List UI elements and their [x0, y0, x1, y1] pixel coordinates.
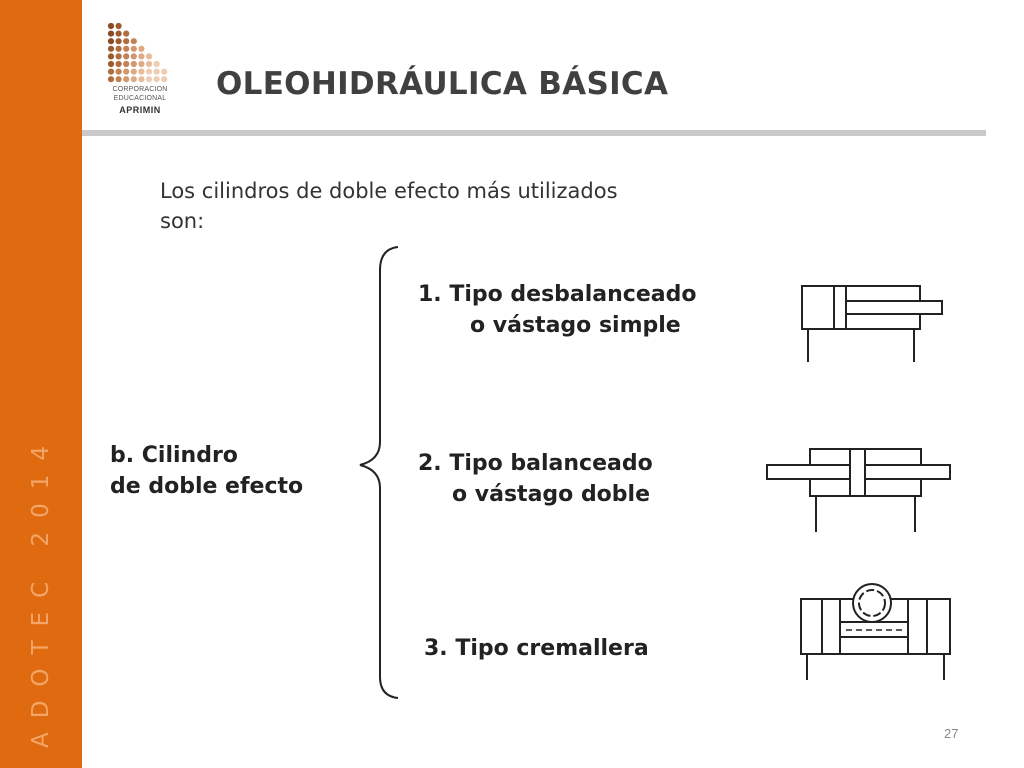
type-3-label: 3. Tipo cremallera: [424, 633, 649, 664]
logo-dot: [161, 68, 168, 75]
logo-dot: [115, 76, 122, 83]
logo-text-line3: APRIMIN: [119, 105, 161, 115]
logo-dot: [115, 38, 122, 45]
logo-dot: [107, 76, 115, 83]
type-3-line1: 3. Tipo cremallera: [424, 636, 649, 661]
logo-dot: [115, 60, 122, 68]
logo-text-line2: EDUCACIONAL: [113, 95, 167, 102]
logo-dot: [145, 53, 153, 60]
logo-dot: [115, 22, 122, 30]
logo-dot: [130, 45, 137, 52]
logo-dot: [130, 53, 137, 60]
logo-dot: [130, 60, 137, 68]
rack-pinion-cylinder-symbol: [800, 583, 951, 680]
logo-dot: [115, 68, 122, 75]
type-1-label: 1. Tipo desbalanceado o vástago simple: [418, 279, 696, 341]
logo-dot: [161, 76, 168, 83]
logo-text-line1: CORPORACION: [112, 86, 168, 93]
double-rod-cylinder-symbol: [766, 448, 951, 532]
category-line2: de doble efecto: [110, 474, 304, 499]
logo-dot: [107, 30, 115, 37]
logo-dot: [107, 60, 115, 68]
title-divider: [82, 130, 986, 136]
type-2-line1: 2. Tipo balanceado: [418, 451, 653, 476]
type-1-line2: o vástago simple: [470, 313, 681, 338]
logo-dot: [107, 68, 115, 75]
logo-dot: [145, 76, 153, 83]
logo-dot: [153, 60, 160, 68]
logo-dot: [138, 45, 145, 52]
logo-dot: [138, 68, 145, 75]
logo-dot: [107, 38, 115, 45]
logo-dot: [115, 30, 122, 37]
category-label: b. Cilindro de doble efecto: [110, 440, 303, 502]
logo-dot: [123, 68, 130, 75]
category-line1: b. Cilindro: [110, 443, 238, 468]
aprimin-logo: CORPORACION EDUCACIONAL APRIMIN: [106, 22, 174, 120]
sidebar-band: [0, 0, 82, 768]
logo-dot: [145, 68, 153, 75]
type-1-line1: 1. Tipo desbalanceado: [418, 282, 697, 307]
logo-dot: [107, 53, 115, 60]
type-2-label: 2. Tipo balanceado o vástago doble: [418, 448, 653, 510]
logo-dot: [123, 45, 130, 52]
logo-dot: [138, 60, 145, 68]
logo-dot: [130, 68, 137, 75]
logo-dot: [153, 68, 160, 75]
logo-dot: [138, 76, 145, 83]
logo-dot: [145, 60, 153, 68]
logo-dot: [123, 76, 130, 83]
logo-dot: [107, 22, 115, 30]
logo-dot: [115, 45, 122, 52]
logo-dot: [123, 60, 130, 68]
logo-dot: [123, 30, 130, 37]
page-number: 27: [944, 726, 959, 741]
logo-dot-mark: [107, 22, 168, 83]
slide-title: OLEOHIDRÁULICA BÁSICA: [216, 66, 669, 102]
logo-dot: [115, 53, 122, 60]
logo-dot: [123, 38, 130, 45]
logo-dot: [153, 76, 160, 83]
logo-dot: [138, 53, 145, 60]
logo-dot: [130, 38, 137, 45]
logo-dot: [107, 45, 115, 52]
logo-dot: [123, 53, 130, 60]
type-2-line2: o vástago doble: [452, 482, 651, 507]
intro-text: Los cilindros de doble efecto más utiliz…: [160, 179, 618, 233]
logo-dot: [130, 76, 137, 83]
curly-brace: [359, 246, 399, 699]
single-rod-cylinder-symbol: [801, 285, 943, 362]
